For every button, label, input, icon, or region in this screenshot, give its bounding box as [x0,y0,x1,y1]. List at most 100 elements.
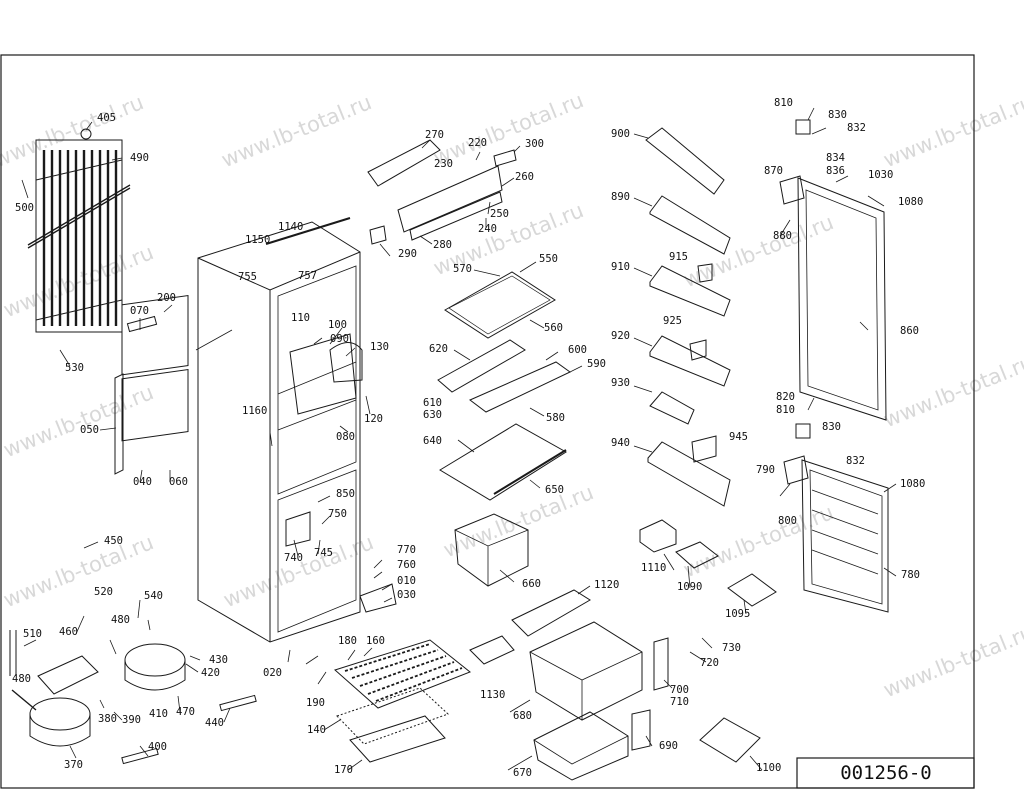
part-label: 530 [65,362,84,374]
part-label: 890 [611,191,630,203]
part-label: 832 [847,122,866,134]
part-label: 550 [539,253,558,265]
part-label: 100 [328,319,347,331]
part-label: 570 [453,263,472,275]
part-label: 1140 [278,221,304,233]
part-label: 945 [729,431,748,443]
part-label: 580 [546,412,565,424]
part-label: 220 [468,137,487,149]
part-label: 230 [434,158,453,170]
part-label: 800 [778,515,797,527]
part-label: 1090 [677,581,703,593]
part-label: 690 [659,740,678,752]
part-label: 832 [846,455,865,467]
part-label: 720 [700,657,719,669]
part-label: 510 [23,628,42,640]
part-label: 900 [611,128,630,140]
part-label: 925 [663,315,682,327]
part-label: 190 [306,697,325,709]
part-label: 170 [334,764,353,776]
part-label: 1030 [868,169,894,181]
part-label: 370 [64,759,83,771]
part-label: 490 [130,152,149,164]
part-label: 600 [568,344,587,356]
part-label: 460 [59,626,78,638]
part-label: 790 [756,464,775,476]
control-panel [367,139,517,245]
door-bins [645,127,731,507]
part-label: 270 [425,129,444,141]
part-label: 620 [429,343,448,355]
part-label: 560 [544,322,563,334]
part-label: 520 [94,586,113,598]
accessories [631,519,777,763]
part-label: 810 [776,404,795,416]
part-label: 110 [291,312,310,324]
part-label: 440 [205,717,224,729]
part-label: 540 [144,590,163,602]
part-label: 250 [490,208,509,220]
part-label: 060 [169,476,188,488]
part-label: 670 [513,767,532,779]
drawing-frame [0,54,975,789]
part-label: 910 [611,261,630,273]
part-label: 820 [776,391,795,403]
part-label: 610 [423,397,442,409]
part-label: 860 [900,325,919,337]
part-label: 630 [423,409,442,421]
leader-lines [21,107,897,771]
part-label: 450 [104,535,123,547]
part-label: 1150 [245,234,271,246]
part-label: 834 [826,152,845,164]
part-label: 730 [722,642,741,654]
part-label: 1110 [641,562,667,574]
part-label: 500 [15,202,34,214]
part-label: 010 [397,575,416,587]
part-label: 880 [773,230,792,242]
part-label: 750 [328,508,347,520]
part-label: 1130 [480,689,506,701]
refrigerator-cabinet [197,217,397,643]
part-label: 870 [764,165,783,177]
part-label: 755 [238,271,257,283]
part-label: 470 [176,706,195,718]
part-label: 836 [826,165,845,177]
part-label: 590 [587,358,606,370]
part-label: 810 [774,97,793,109]
glass-shelves [437,271,571,501]
part-label: 050 [80,424,99,436]
part-label: 830 [828,109,847,121]
part-label: 410 [149,708,168,720]
part-label: 650 [545,484,564,496]
part-label: 850 [336,488,355,500]
part-label: 745 [314,547,333,559]
part-label: 1160 [242,405,268,417]
part-label: 660 [522,578,541,590]
part-label: 940 [611,437,630,449]
part-label: 080 [336,431,355,443]
part-label: 1100 [756,762,782,774]
drawers [454,513,643,781]
evaporator-panel [114,295,189,475]
part-label: 780 [901,569,920,581]
part-label: 420 [201,667,220,679]
part-label: 480 [12,673,31,685]
drawing-number: 001256-0 [840,762,932,784]
part-label: 090 [330,333,349,345]
part-label: 710 [670,696,689,708]
part-label: 240 [478,223,497,235]
part-label: 120 [364,413,383,425]
part-label: 390 [122,714,141,726]
part-label: 770 [397,544,416,556]
part-label: 130 [370,341,389,353]
part-label: 1080 [898,196,924,208]
part-label: 290 [398,248,417,260]
part-label: 640 [423,435,442,447]
condenser-coil [27,128,131,333]
part-label: 920 [611,330,630,342]
part-label: 700 [670,684,689,696]
compressors [9,630,257,765]
part-label: 1095 [725,608,751,620]
part-label: 380 [98,713,117,725]
